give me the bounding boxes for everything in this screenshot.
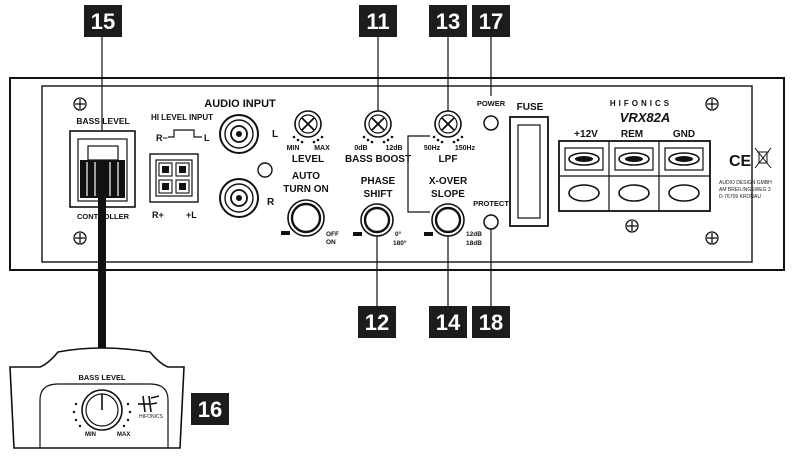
- remote-bass-level-knob[interactable]: [81, 389, 123, 431]
- hi-level-r-minus: R−: [156, 133, 168, 143]
- hi-level-r-plus: R+: [152, 210, 164, 220]
- terminal-12v[interactable]: [564, 147, 604, 202]
- xover-slope-label-2: SLOPE: [431, 189, 465, 200]
- callout-badge-12: 12: [358, 306, 396, 338]
- protect-led-label: PROTECT: [473, 199, 509, 208]
- lpf-150hz-label: 150Hz: [455, 145, 476, 152]
- level-min-label: MIN: [287, 145, 300, 152]
- terminal-gnd-label: GND: [673, 129, 695, 140]
- phase-shift-label-2: SHIFT: [364, 189, 393, 200]
- power-led: [483, 115, 499, 131]
- terminal-rem-label: REM: [621, 129, 643, 140]
- auto-turn-on-label-1: AUTO: [292, 171, 320, 182]
- screw-icon: [705, 97, 719, 111]
- rca-r-label: R: [267, 197, 275, 208]
- address-line-2: AM BREILINGSWEG 3: [719, 187, 771, 193]
- auto-turn-on-label-2: TURN ON: [283, 184, 329, 195]
- remote-min-label: MIN: [85, 432, 96, 438]
- weee-bin-icon: [754, 147, 772, 169]
- callout-badge-15: 15: [84, 5, 122, 37]
- fuse[interactable]: [517, 124, 541, 219]
- hi-level-input-label: HI LEVEL INPUT: [151, 113, 213, 122]
- terminal-gnd[interactable]: [664, 147, 704, 202]
- address-line-1: AUDIO DESIGN GMBH: [719, 180, 772, 186]
- panel-inner: [41, 85, 753, 263]
- callout-badge-11: 11: [359, 5, 397, 37]
- hi-level-l-plus: +L: [186, 210, 197, 220]
- auto-turn-on-switch[interactable]: [287, 199, 325, 237]
- remote-logo-text: HIFONICS: [139, 414, 164, 420]
- callout-badge-17: 17: [472, 5, 510, 37]
- lpf-label: LPF: [439, 154, 458, 165]
- audio-input-label: AUDIO INPUT: [204, 98, 276, 110]
- screw-icon: [705, 231, 719, 245]
- auto-turn-on-off-label: OFF: [326, 231, 339, 238]
- fuse-label: FUSE: [517, 102, 544, 113]
- svg-text:18: 18: [479, 310, 503, 335]
- remote-bass-level-label: BASS LEVEL: [78, 373, 126, 382]
- slope-18db-label: 18dB: [466, 240, 482, 247]
- svg-text:15: 15: [91, 9, 115, 34]
- rca-l-label: L: [272, 129, 278, 140]
- panel-outer: [9, 77, 785, 271]
- lpf-knob[interactable]: [434, 110, 462, 138]
- callout-badge-14: 14: [429, 306, 467, 338]
- fuse-holder: [509, 116, 549, 227]
- bass-boost-knob[interactable]: [364, 110, 392, 138]
- terminal-12v-label: +12V: [574, 129, 598, 140]
- screw-icon: [73, 97, 87, 111]
- bass-boost-12db-label: 12dB: [385, 145, 402, 152]
- model-name: VRX82A: [620, 110, 671, 125]
- svg-text:12: 12: [365, 310, 389, 335]
- callout-badge-13: 13: [429, 5, 467, 37]
- brand-logo: HIFONICS: [610, 99, 672, 108]
- address-line-3: D-76709 KRONAU: [719, 194, 761, 200]
- bass-boost-0db-label: 0dB: [354, 145, 367, 152]
- phase-shift-label-1: PHASE: [361, 176, 396, 187]
- slope-12db-label: 12dB: [466, 231, 482, 238]
- bass-boost-label: BASS BOOST: [345, 154, 411, 165]
- svg-text:17: 17: [479, 9, 503, 34]
- phase-0-label: 0°: [395, 230, 402, 238]
- svg-text:16: 16: [198, 397, 222, 422]
- phase-180-label: 180°: [393, 239, 407, 247]
- screw-hole-icon: [257, 162, 273, 178]
- rca-right-jack[interactable]: [219, 178, 259, 218]
- remote-controller: [9, 347, 185, 449]
- ce-mark-icon: CE: [729, 153, 752, 170]
- bass-level-port-label: BASS LEVEL: [76, 116, 129, 126]
- screw-icon: [625, 219, 639, 233]
- screw-icon: [73, 231, 87, 245]
- svg-text:11: 11: [366, 9, 389, 34]
- level-label: LEVEL: [292, 154, 324, 165]
- svg-text:13: 13: [436, 9, 460, 34]
- remote-max-label: MAX: [117, 432, 130, 438]
- remote-cable: [98, 192, 106, 372]
- level-max-label: MAX: [314, 145, 330, 152]
- rca-left-jack[interactable]: [219, 114, 259, 154]
- callout-badge-16: 16: [191, 393, 229, 425]
- hi-level-l-minus: L: [204, 133, 210, 143]
- power-led-label: POWER: [477, 99, 506, 108]
- hifonics-logo-icon: [138, 395, 160, 413]
- auto-turn-on-on-label: ON: [326, 239, 336, 246]
- terminal-rem[interactable]: [614, 147, 654, 202]
- level-knob[interactable]: [294, 110, 322, 138]
- hi-level-connector[interactable]: [149, 153, 199, 203]
- svg-text:14: 14: [436, 310, 461, 335]
- xover-slope-label-1: X-OVER: [429, 176, 468, 187]
- lpf-50hz-label: 50Hz: [424, 145, 441, 152]
- callout-badge-18: 18: [472, 306, 510, 338]
